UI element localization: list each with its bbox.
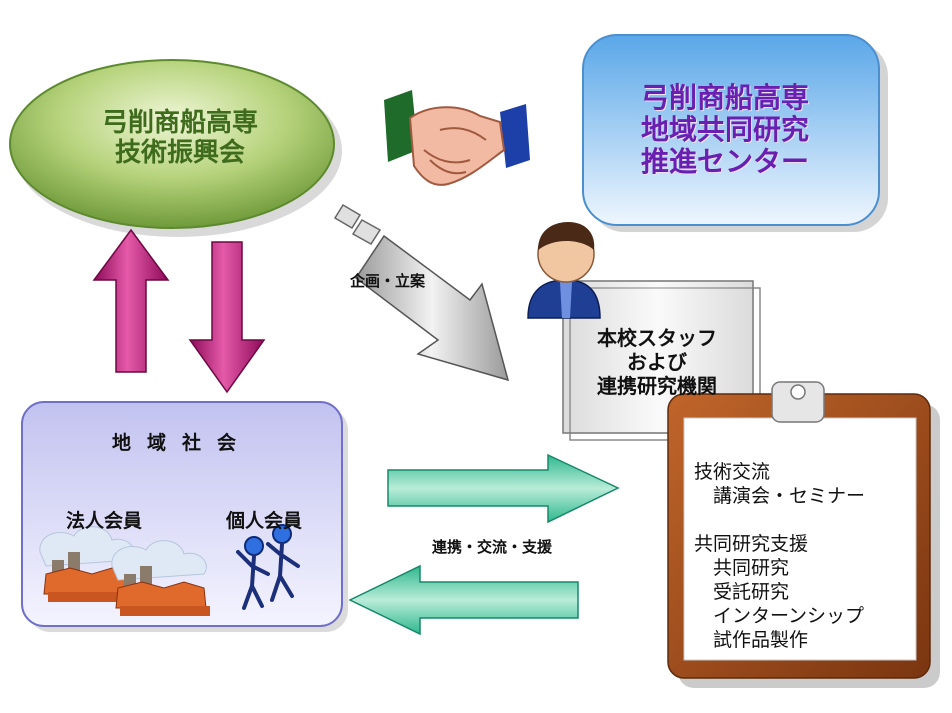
activity-line: 共同研究支援 [694,533,809,555]
planning-label: 企画・立案 [350,272,426,290]
activity-line: 技術交流 [694,461,771,483]
activity-line: 受託研究 [694,581,790,603]
corporate-members-label: 法人会員 [66,510,143,532]
clipboard-paper [683,417,917,661]
activity-line: 共同研究 [694,557,790,579]
activity-line: 試作品製作 [694,629,809,651]
promotion-society-oval [9,59,335,229]
person-icon [527,222,601,319]
activity-line: インターンシップ [694,605,865,627]
handshake-icon [384,90,530,186]
individual-members-label: 個人会員 [226,510,303,532]
cooperation-label: 連携・交流・支援 [432,538,553,556]
arrow-right-teal [387,453,620,524]
arrow-left-teal [348,564,579,636]
activity-line: 講演会・セミナー [694,485,866,507]
staff-label: 本校スタッフ および 連携研究機関 [597,326,717,398]
factory-icon [39,526,138,602]
promotion-society-label: 弓削商船高専 技術振興会 [101,108,258,168]
activities-list: 技術交流 講演会・セミナー 共同研究支援 共同研究 受託研究 インターンシップ … [694,460,912,652]
arrow-planning-gray [333,203,510,382]
clip-icon [771,381,825,423]
activity-spacer [694,508,912,532]
arrow-down-magenta [188,241,266,394]
people-figures-icon [236,524,300,610]
research-center-box [582,34,880,226]
arrow-up-magenta [92,228,170,373]
factory-icon [111,540,210,616]
staff-card [562,280,754,434]
research-center-label: 弓削商船高専 地域共同研究 推進センター [640,81,809,178]
community-title: 地域社会 [111,432,252,454]
